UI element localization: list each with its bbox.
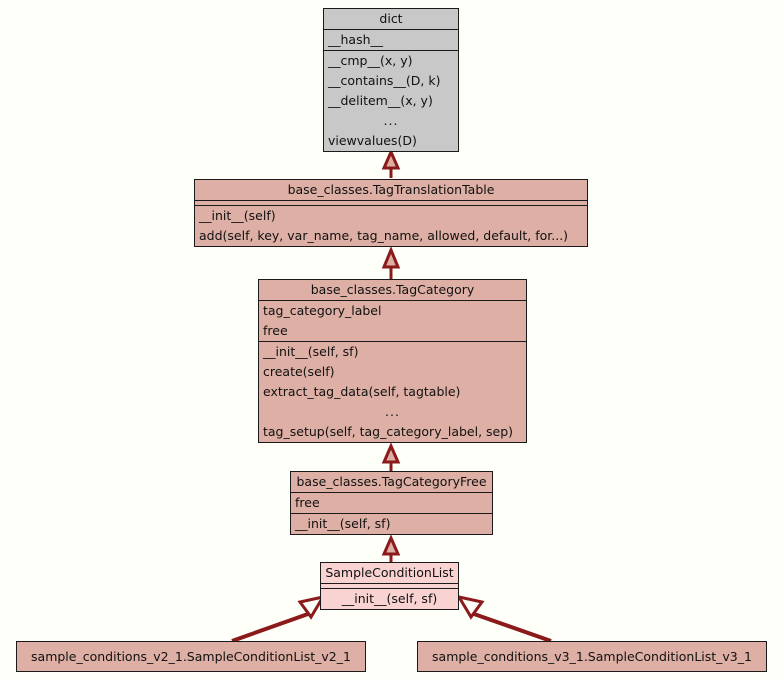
class-methods-compartment: __init__(self, sf) (291, 514, 492, 534)
class-node-sampleconditionlist-v3-1[interactable]: sample_conditions_v3_1.SampleConditionLi… (417, 641, 767, 672)
class-method-ellipsis: ... (385, 404, 400, 419)
class-title: base_classes.TagCategory (310, 282, 475, 297)
class-attribute: tag_category_label (263, 303, 382, 318)
edge-v2-to-sampleconditionlist (231, 594, 327, 643)
class-methods-compartment: __init__(self, sf) (321, 589, 458, 609)
class-node-dict[interactable]: dict __hash__ __cmp__(x, y) __contains__… (323, 8, 459, 152)
class-title-compartment: sample_conditions_v3_1.SampleConditionLi… (418, 642, 766, 671)
edge-tagcategoryfree-to-tagcategory (381, 442, 401, 471)
class-methods-compartment: __init__(self) add(self, key, var_name, … (195, 206, 587, 246)
class-method: create(self) (263, 364, 335, 379)
class-method: __init__(self, sf) (263, 344, 359, 359)
class-node-tagtranslationtable[interactable]: base_classes.TagTranslationTable __init_… (194, 179, 588, 247)
class-title-compartment: sample_conditions_v2_1.SampleConditionLi… (17, 642, 365, 671)
class-title-compartment: base_classes.TagCategory (259, 280, 526, 301)
class-title-compartment: dict (324, 9, 458, 30)
class-method: add(self, key, var_name, tag_name, allow… (199, 228, 569, 243)
class-node-tagcategoryfree[interactable]: base_classes.TagCategoryFree free __init… (290, 471, 493, 535)
class-title: base_classes.TagTranslationTable (287, 182, 495, 197)
class-title: SampleConditionList (325, 565, 454, 580)
class-method: viewvalues(D) (328, 133, 417, 148)
class-attributes-compartment: tag_category_label free (259, 301, 526, 342)
class-title-compartment: base_classes.TagCategoryFree (291, 472, 492, 493)
class-title: base_classes.TagCategoryFree (296, 474, 487, 489)
class-title: sample_conditions_v2_1.SampleConditionLi… (31, 649, 351, 664)
class-method: __contains__(D, k) (328, 73, 441, 88)
class-method: __init__(self, sf) (341, 591, 438, 606)
class-method: __delitem__(x, y) (328, 93, 433, 108)
class-attributes-compartment: __hash__ (324, 30, 458, 51)
edge-tagcategory-to-tagtranslationtable (381, 246, 401, 279)
edge-v3-to-sampleconditionlist (455, 594, 552, 643)
class-attributes-compartment (195, 201, 587, 206)
class-method: __cmp__(x, y) (328, 53, 413, 68)
class-attributes-compartment (321, 584, 458, 589)
class-attribute: free (295, 495, 320, 510)
class-method: extract_tag_data(self, tagtable) (263, 384, 461, 399)
class-method: __init__(self) (199, 208, 276, 223)
class-attribute: __hash__ (328, 32, 384, 47)
class-method: tag_setup(self, tag_category_label, sep) (263, 424, 514, 439)
class-attributes-compartment: free (291, 493, 492, 514)
class-title: sample_conditions_v3_1.SampleConditionLi… (432, 649, 752, 664)
class-node-sampleconditionlist-v2-1[interactable]: sample_conditions_v2_1.SampleConditionLi… (16, 641, 366, 672)
class-node-tagcategory[interactable]: base_classes.TagCategory tag_category_la… (258, 279, 527, 443)
edge-tagtranslationtable-to-dict (381, 148, 401, 178)
class-method-ellipsis: ... (383, 113, 399, 128)
class-title-compartment: SampleConditionList (321, 563, 458, 584)
class-node-sampleconditionlist[interactable]: SampleConditionList __init__(self, sf) (320, 562, 459, 610)
class-title: dict (379, 11, 403, 26)
class-method: __init__(self, sf) (295, 516, 391, 531)
class-methods-compartment: __cmp__(x, y) __contains__(D, k) __delit… (324, 51, 458, 151)
class-methods-compartment: __init__(self, sf) create(self) extract_… (259, 342, 526, 442)
class-attribute: free (263, 323, 288, 338)
class-title-compartment: base_classes.TagTranslationTable (195, 180, 587, 201)
edge-sampleconditionlist-to-tagcategoryfree (381, 534, 401, 562)
